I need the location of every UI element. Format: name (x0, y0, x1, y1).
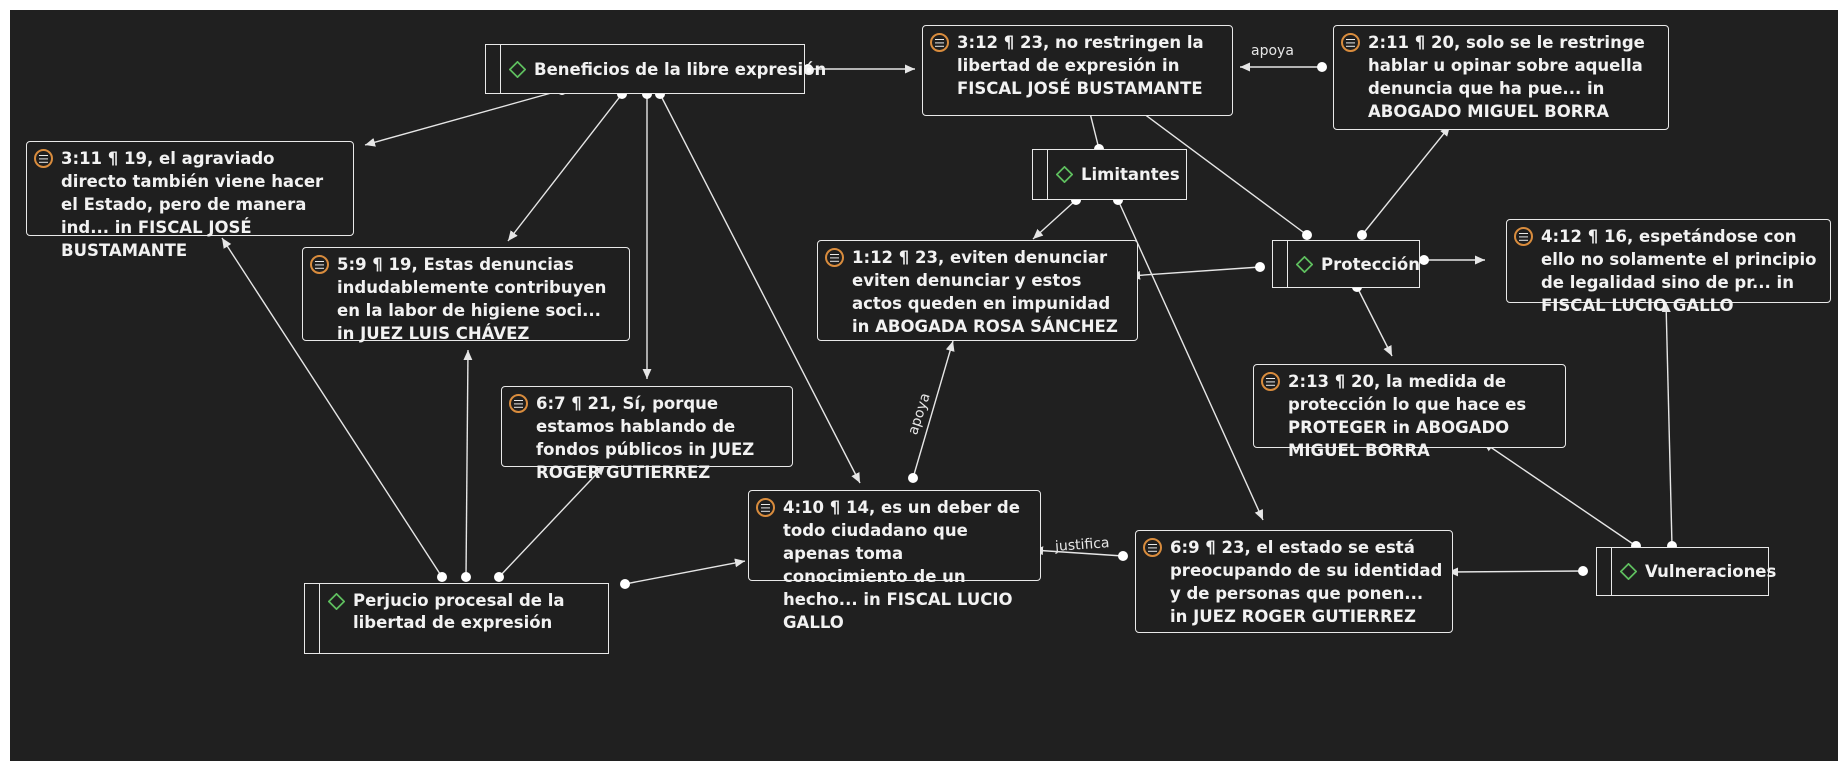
quotation-node-6-9[interactable]: 6:9 ¶ 23, el estado se está preocupando … (1135, 530, 1453, 633)
quotation-text: 1:12 ¶ 23, eviten denunciar eviten denun… (852, 248, 1118, 336)
code-label: Perjucio procesal de la libertad de expr… (353, 591, 565, 632)
code-diamond-icon (509, 61, 526, 78)
quotation-text: 5:9 ¶ 19, Estas denuncias indudablemente… (337, 255, 607, 343)
link-start-dot (494, 572, 504, 582)
link-start-dot (617, 89, 627, 99)
link-start-dot (461, 572, 471, 582)
quotation-text: 3:12 ¶ 23, no restringen la libertad de … (957, 33, 1204, 98)
link-q69-q410 (1032, 546, 1124, 557)
relation-links (221, 62, 1673, 585)
quotation-text: 6:9 ¶ 23, el estado se está preocupando … (1170, 538, 1443, 626)
quotation-icon (34, 149, 53, 168)
link-start-dot (1631, 541, 1641, 551)
network-canvas[interactable]: apoya apoya justifica Beneficios de la l… (10, 10, 1838, 761)
quotation-node-1-12[interactable]: 1:12 ¶ 23, eviten denunciar eviten denun… (817, 240, 1138, 341)
link-perjuicio-q311 (221, 237, 443, 578)
code-diamond-icon (1296, 256, 1313, 273)
quotation-node-6-7[interactable]: 6:7 ¶ 21, Sí, porque estamos hablando de… (501, 386, 793, 482)
code-label: Protección (1321, 254, 1420, 274)
link-perjuicio-q59 (463, 349, 473, 578)
code-diamond-icon (1056, 166, 1073, 183)
code-node-proteccion[interactable]: Protección (1272, 240, 1420, 288)
link-start-dot (908, 473, 918, 483)
quotation-text: 4:12 ¶ 16, espetándose con ello no solam… (1541, 227, 1817, 315)
quotation-node-3-12[interactable]: 3:12 ¶ 23, no restringen la libertad de … (922, 25, 1233, 116)
link-proteccion-q112 (1129, 266, 1261, 280)
link-proteccion-q213 (1356, 286, 1393, 357)
link-limitantes-q69 (1117, 199, 1264, 521)
quotation-text: 4:10 ¶ 14, es un deber de todo ciudadano… (783, 498, 1020, 632)
relation-label-apoya: apoya (1251, 43, 1294, 59)
link-start-dot (1302, 230, 1312, 240)
quotation-icon (930, 33, 949, 52)
quotation-node-3-11[interactable]: 3:11 ¶ 19, el agraviado directo también … (26, 141, 354, 260)
link-vulneraciones-q213 (1482, 441, 1637, 547)
link-start-dot (1667, 541, 1677, 551)
link-vulneraciones-q69 (1447, 567, 1584, 577)
link-start-dot (1317, 62, 1327, 72)
link-start-dot (642, 89, 652, 99)
quotation-text: 2:13 ¶ 20, la medida de protección lo qu… (1288, 372, 1527, 460)
quotation-icon (756, 498, 775, 517)
link-start-dot (1419, 255, 1429, 265)
link-start-dot (1578, 566, 1588, 576)
quotation-icon (1514, 227, 1533, 246)
code-node-vulneraciones[interactable]: Vulneraciones (1596, 547, 1776, 596)
code-node-perjuicio[interactable]: Perjucio procesal de la libertad de expr… (304, 583, 609, 654)
code-label: Beneficios de la libre expresión (534, 59, 827, 79)
quotation-node-4-10[interactable]: 4:10 ¶ 14, es un deber de todo ciudadano… (748, 490, 1041, 632)
code-diamond-icon (1620, 563, 1637, 580)
link-start-dot (1357, 230, 1367, 240)
link-perjuicio-q67 (498, 464, 606, 578)
link-start-dot (437, 572, 447, 582)
code-node-limitantes[interactable]: Limitantes (1032, 149, 1187, 200)
link-start-dot (1113, 195, 1123, 205)
link-limitantes-q112 (1032, 199, 1077, 240)
link-perjuicio-q410 (624, 558, 746, 585)
quotation-text: 3:11 ¶ 19, el agraviado directo también … (61, 149, 324, 260)
code-node-beneficios[interactable]: Beneficios de la libre expresión (485, 44, 826, 94)
link-start-dot (1255, 262, 1265, 272)
code-diamond-icon (328, 593, 345, 610)
link-start-dot (1118, 551, 1128, 561)
link-q410-q112 (912, 340, 955, 479)
quotation-icon (1143, 538, 1162, 557)
quotation-node-4-12[interactable]: 4:12 ¶ 16, espetándose con ello no solam… (1506, 219, 1831, 315)
link-start-dot (620, 579, 630, 589)
link-proteccion-q211 (1361, 125, 1451, 236)
link-proteccion-q312 (1131, 104, 1308, 236)
quotation-icon (1261, 372, 1280, 391)
quotation-text: 6:7 ¶ 21, Sí, porque estamos hablando de… (536, 394, 755, 482)
quotation-icon (509, 394, 528, 413)
quotation-text: 2:11 ¶ 20, solo se le restringe hablar u… (1368, 33, 1645, 121)
quotation-icon (310, 255, 329, 274)
link-beneficios-q311 (364, 89, 563, 147)
quotation-icon (825, 248, 844, 267)
code-label: Limitantes (1081, 165, 1180, 184)
quotation-node-2-11[interactable]: 2:11 ¶ 20, solo se le restringe hablar u… (1333, 25, 1669, 130)
code-label: Vulneraciones (1645, 562, 1777, 581)
link-start-dot (1071, 195, 1081, 205)
link-vulneraciones-q412 (1661, 301, 1673, 547)
quotation-icon (1341, 33, 1360, 52)
link-beneficios-q59 (507, 93, 623, 242)
link-start-dot (655, 89, 665, 99)
link-start-dot (803, 64, 813, 74)
link-beneficios-q410 (659, 93, 861, 484)
quotation-node-5-9[interactable]: 5:9 ¶ 19, Estas denuncias indudablemente… (302, 247, 630, 343)
quotation-node-2-13[interactable]: 2:13 ¶ 20, la medida de protección lo qu… (1253, 364, 1566, 460)
